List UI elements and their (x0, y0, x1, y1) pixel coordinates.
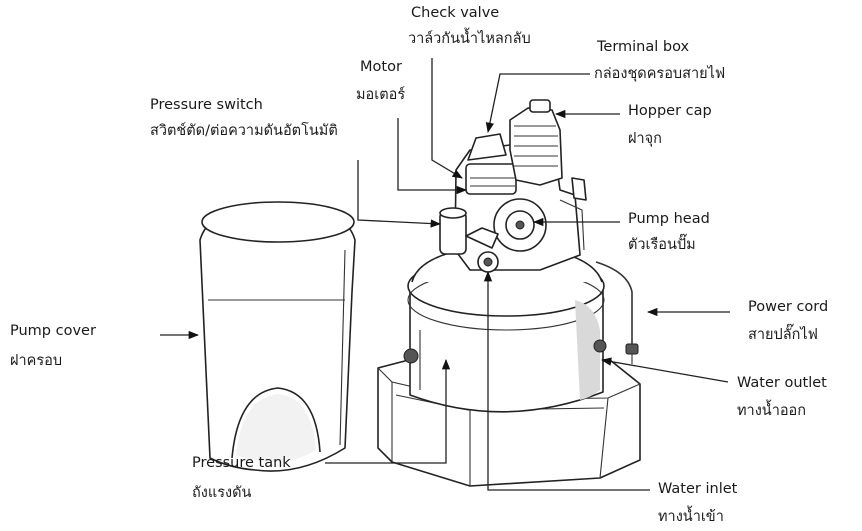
water-outlet-label: Water outlet (737, 375, 827, 391)
power-cord-thai-label: สายปลั๊กไฟ (748, 327, 818, 343)
pressure-tank-leader (325, 358, 451, 464)
pump-cover-drawing (199, 201, 356, 472)
terminal-box-label: Terminal box (597, 39, 690, 55)
water-outlet-leader (600, 357, 729, 383)
motor-pump-drawing (439, 99, 587, 273)
terminal-box-thai-label: กล่องชุดครอบสายไฟ (594, 66, 726, 82)
pump-cover-thai-label: ฝาครอบ (10, 353, 63, 369)
pump-head-label: Pump head (628, 211, 710, 227)
water-outlet-thai-label: ทางน้ำออก (737, 403, 807, 419)
terminal-box-leader (485, 73, 590, 134)
power-cord-label: Power cord (748, 299, 829, 315)
water-inlet-leader (483, 270, 650, 491)
water-inlet-thai-label: ทางน้ำเข้า (658, 509, 724, 525)
power-cord-drawing (595, 261, 639, 364)
motor-leader (397, 118, 468, 195)
check-valve-leader (431, 58, 463, 179)
leader-lines (160, 58, 730, 491)
pump-cover-label: Pump cover (10, 323, 96, 339)
pressure-switch-leader (357, 160, 442, 228)
water-inlet-label: Water inlet (658, 481, 738, 497)
hopper-cap-thai-label: ฝาจุก (628, 131, 662, 147)
pressure-tank-thai-label: ถังแรงดัน (192, 485, 252, 501)
check-valve-label: Check valve (411, 5, 500, 21)
check-valve-thai-label: วาล์วกันน้ำไหลกลับ (408, 31, 531, 47)
motor-label: Motor (360, 59, 402, 75)
hopper-cap-label: Hopper cap (628, 103, 712, 119)
pressure-tank-label: Pressure tank (192, 455, 291, 471)
motor-thai-label: มอเตอร์ (356, 87, 406, 103)
pressure-switch-thai-label: สวิตช์ตัด/ต่อความดันอัตโนมัติ (150, 123, 338, 139)
pressure-switch-label: Pressure switch (150, 97, 263, 113)
pump-head-thai-label: ตัวเรือนปั๊ม (628, 237, 696, 253)
